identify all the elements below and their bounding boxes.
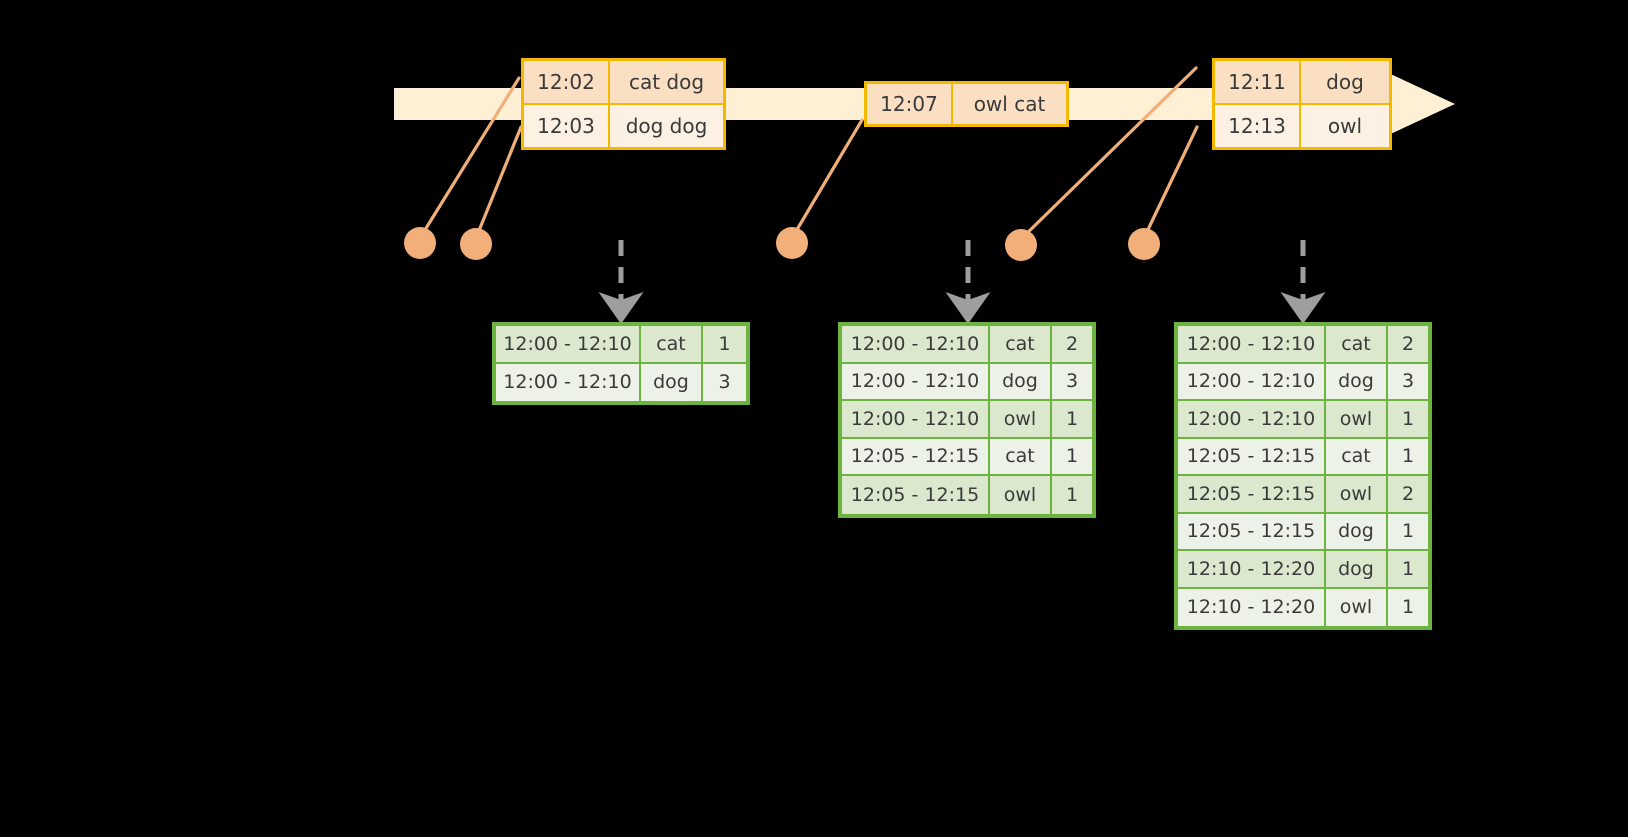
result-count: 3	[1401, 370, 1415, 393]
event-words: dog dog	[625, 114, 708, 138]
result-count: 3	[1065, 370, 1079, 393]
result-window: 12:00 - 12:10	[496, 363, 641, 401]
event-time: 12:07	[867, 84, 953, 124]
table-row[interactable]: 12:05 - 12:15 owl 1	[842, 476, 1092, 514]
sample-dot-4	[1005, 229, 1037, 261]
table-row[interactable]: 12:00 - 12:10 cat 1	[496, 326, 746, 364]
result-count: 1	[1065, 483, 1079, 506]
sample-dots	[404, 227, 1160, 261]
result-window: 12:00 - 12:10	[842, 363, 990, 399]
connector-5	[1141, 125, 1199, 242]
table-row[interactable]: 12:00 - 12:10 dog 3	[496, 363, 746, 401]
result-word: dog	[641, 363, 703, 401]
result-table-1[interactable]: 12:00 - 12:10 cat 1 12:00 - 12:10 dog 3	[492, 322, 750, 405]
result-count: 1	[1401, 557, 1415, 580]
result-count: 1	[1401, 407, 1415, 430]
event-words: owl	[1327, 114, 1363, 138]
table-row[interactable]: 12:10 - 12:20 dog 1	[1178, 551, 1428, 589]
result-window: 12:10 - 12:20	[1178, 588, 1326, 626]
table-row[interactable]: 12:00 - 12:10 dog 3	[1178, 363, 1428, 401]
result-window: 12:05 - 12:15	[1178, 476, 1326, 512]
result-word: owl	[990, 401, 1052, 437]
result-word: owl	[1326, 588, 1388, 626]
result-count: 1	[718, 332, 731, 355]
sample-dot-2	[460, 228, 492, 260]
event-row[interactable]: 12:07 owl cat	[867, 84, 1066, 124]
event-group-1[interactable]: 12:02 cat dog 12:03 dog dog	[521, 58, 726, 150]
result-count: 2	[1401, 332, 1415, 355]
table-row[interactable]: 12:00 - 12:10 owl 1	[1178, 401, 1428, 439]
table-row[interactable]: 12:10 - 12:20 owl 1	[1178, 588, 1428, 626]
result-window: 12:10 - 12:20	[1178, 551, 1326, 587]
event-time: 12:13	[1215, 105, 1301, 147]
sample-dot-3	[776, 227, 808, 259]
result-word: cat	[641, 326, 703, 362]
result-word: owl	[1326, 401, 1388, 437]
event-time: 12:03	[524, 105, 610, 147]
connector-1	[418, 76, 521, 240]
result-window: 12:00 - 12:10	[1178, 363, 1326, 399]
result-window: 12:05 - 12:15	[842, 476, 990, 514]
result-window: 12:00 - 12:10	[842, 401, 990, 437]
result-window: 12:00 - 12:10	[1178, 401, 1326, 437]
table-row[interactable]: 12:05 - 12:15 owl 2	[1178, 476, 1428, 514]
result-window: 12:00 - 12:10	[1178, 326, 1326, 362]
result-word: cat	[990, 438, 1052, 474]
result-word: dog	[990, 363, 1052, 399]
table-row[interactable]: 12:00 - 12:10 dog 3	[842, 363, 1092, 401]
result-count: 1	[1065, 407, 1079, 430]
event-group-2[interactable]: 12:07 owl cat	[864, 81, 1069, 127]
dashed-arrows	[598, 240, 1326, 324]
result-window: 12:05 - 12:15	[842, 438, 990, 474]
result-window: 12:05 - 12:15	[1178, 513, 1326, 549]
table-row[interactable]: 12:00 - 12:10 cat 2	[842, 326, 1092, 364]
table-row[interactable]: 12:05 - 12:15 dog 1	[1178, 513, 1428, 551]
event-words: dog	[1326, 70, 1364, 94]
result-table-2[interactable]: 12:00 - 12:10 cat 2 12:00 - 12:10 dog 3 …	[838, 322, 1096, 518]
connector-3	[790, 118, 864, 240]
event-row[interactable]: 12:02 cat dog	[524, 61, 723, 105]
result-word: owl	[1326, 476, 1388, 512]
event-words: cat dog	[628, 70, 705, 94]
event-words: owl cat	[973, 92, 1046, 116]
result-word: cat	[1326, 326, 1388, 362]
event-time: 12:11	[1215, 61, 1301, 103]
sample-dot-5	[1128, 228, 1160, 260]
result-window: 12:05 - 12:15	[1178, 438, 1326, 474]
result-window: 12:00 - 12:10	[496, 326, 641, 362]
event-row[interactable]: 12:11 dog	[1215, 61, 1389, 105]
result-count: 1	[1401, 596, 1415, 619]
result-count: 2	[1401, 482, 1415, 505]
event-time: 12:02	[524, 61, 610, 103]
result-table-3[interactable]: 12:00 - 12:10 cat 2 12:00 - 12:10 dog 3 …	[1174, 322, 1432, 630]
sample-dot-1	[404, 227, 436, 259]
result-count: 2	[1065, 332, 1079, 355]
table-row[interactable]: 12:00 - 12:10 owl 1	[842, 401, 1092, 439]
result-word: dog	[1326, 551, 1388, 587]
result-count: 1	[1401, 520, 1415, 543]
event-row[interactable]: 12:03 dog dog	[524, 105, 723, 147]
result-count: 3	[718, 371, 731, 394]
result-window: 12:00 - 12:10	[842, 326, 990, 362]
result-word: dog	[1326, 513, 1388, 549]
result-word: dog	[1326, 363, 1388, 399]
result-count: 1	[1065, 445, 1079, 468]
event-group-3[interactable]: 12:11 dog 12:13 owl	[1212, 58, 1392, 150]
table-row[interactable]: 12:05 - 12:15 cat 1	[1178, 438, 1428, 476]
connector-2	[474, 125, 523, 240]
result-word: cat	[1326, 438, 1388, 474]
result-word: owl	[990, 476, 1052, 514]
result-count: 1	[1401, 445, 1415, 468]
event-row[interactable]: 12:13 owl	[1215, 105, 1389, 147]
table-row[interactable]: 12:05 - 12:15 cat 1	[842, 438, 1092, 476]
result-word: cat	[990, 326, 1052, 362]
table-row[interactable]: 12:00 - 12:10 cat 2	[1178, 326, 1428, 364]
